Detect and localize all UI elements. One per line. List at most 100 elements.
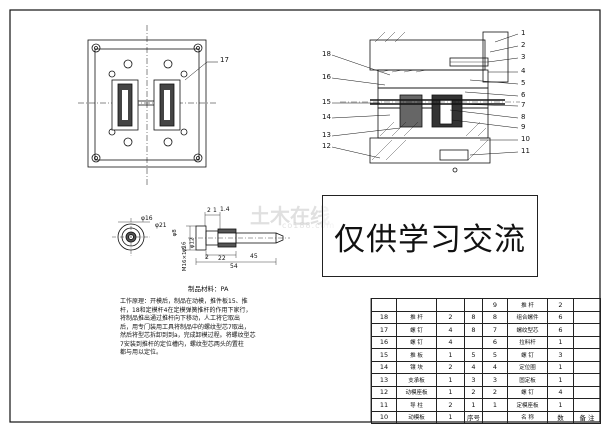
bom-cell: 2	[482, 385, 508, 399]
dim-label: 2	[207, 207, 211, 214]
bom-cell: 推 板	[396, 348, 437, 362]
callout-14: 14	[322, 113, 331, 121]
callout-17: 17	[220, 56, 229, 64]
bom-cell: 4	[436, 323, 465, 337]
dim-label: 22	[218, 255, 226, 262]
callout-15: 15	[322, 98, 331, 106]
callout-7: 7	[521, 101, 526, 109]
bom-cell: 镶 块	[396, 360, 437, 374]
callout-5: 5	[521, 79, 526, 87]
material-note: 制品材料：PA	[188, 285, 229, 293]
bom-cell: 6	[547, 310, 574, 324]
bom-cell	[573, 373, 601, 387]
study-only-stamp: 仅供学习交流	[322, 195, 538, 277]
bom-cell: 螺 钉	[396, 323, 437, 337]
watermark-sub: co188.com	[282, 221, 336, 230]
dim-label: 54	[230, 263, 238, 270]
bom-cell: 序号	[464, 410, 483, 424]
bom-cell: 12	[371, 385, 397, 399]
bom-cell: 6	[482, 335, 508, 349]
bom-cell: 17	[371, 323, 397, 337]
part-detail	[112, 212, 290, 265]
dim-label: φ21	[155, 222, 167, 229]
bom-cell: 1	[547, 360, 574, 374]
bom-cell	[573, 335, 601, 349]
bom-cell	[573, 298, 601, 312]
bom-cell: 4	[464, 360, 483, 374]
callout-1: 1	[521, 29, 526, 37]
note-line: 7安装到推杆的定位槽内，螺纹型芯两头的置柱	[120, 340, 244, 348]
drawing-frame	[9, 9, 601, 423]
dim-label: M16×1.5	[181, 246, 188, 272]
bom-cell: 8	[464, 310, 483, 324]
dim-label: 2	[205, 254, 209, 261]
bom-cell: 固定板	[507, 373, 548, 387]
bom-cell: 3	[482, 373, 508, 387]
bom-cell: 2	[464, 385, 483, 399]
bom-cell: 3	[464, 373, 483, 387]
bom-cell: 3	[547, 348, 574, 362]
bom-cell: 1	[464, 398, 483, 412]
bom-cell: 2	[436, 310, 465, 324]
bom-cell: 1	[436, 348, 465, 362]
bom-cell: 螺纹型芯	[507, 323, 548, 337]
dim-label: φ8	[171, 229, 178, 237]
callout-9: 9	[521, 123, 526, 131]
bom-cell: 螺 钉	[507, 385, 548, 399]
bom-cell	[573, 360, 601, 374]
bom-cell: 组合螺件	[507, 310, 548, 324]
bom-cell: 8	[464, 323, 483, 337]
callout-16: 16	[322, 73, 331, 81]
note-line: 都与用以定位。	[120, 349, 163, 356]
bom-cell: 5	[464, 348, 483, 362]
callout-12: 12	[322, 142, 331, 150]
callout-3: 3	[521, 53, 526, 61]
bom-cell: 16	[371, 335, 397, 349]
bom-cell: 1	[547, 373, 574, 387]
callout-11: 11	[521, 147, 530, 155]
bom-cell: 4	[436, 335, 465, 349]
bom-cell: 15	[371, 348, 397, 362]
bom-cell	[482, 410, 508, 424]
bom-cell: 4	[547, 385, 574, 399]
callout-10: 10	[521, 135, 530, 143]
dim-label: 1.4	[220, 206, 230, 213]
dim-label: 45	[250, 253, 258, 260]
bom-cell: 数	[547, 410, 574, 424]
bom-cell: 4	[482, 360, 508, 374]
bom-cell: 7	[482, 323, 508, 337]
bom-cell	[371, 298, 397, 312]
bom-cell	[573, 310, 601, 324]
bom-cell: 5	[482, 348, 508, 362]
bom-cell: 9	[482, 298, 508, 312]
bom-cell: 定模座板	[507, 398, 548, 412]
dim-label: 1	[213, 207, 217, 214]
bom-cell: 推 杆	[507, 298, 548, 312]
bom-cell: 10	[371, 410, 397, 424]
bom-cell	[573, 385, 601, 399]
note-line: 后，用专门装用工具将制品中的螺纹型芯7取出，	[120, 323, 250, 331]
bom-cell	[573, 348, 601, 362]
bom-cell: 1	[547, 398, 574, 412]
bom-cell: 2	[436, 398, 465, 412]
bom-cell: 支承板	[396, 373, 437, 387]
bom-cell: 动模座板	[396, 385, 437, 399]
bom-cell: 螺 钉	[507, 348, 548, 362]
bom-cell: 13	[371, 373, 397, 387]
bom-cell: 1	[436, 410, 465, 424]
bom-cell	[396, 298, 437, 312]
dim-label: φ12	[189, 237, 196, 249]
bom-cell: 动模板	[396, 410, 437, 424]
bom-cell: 2	[547, 298, 574, 312]
bom-cell	[464, 298, 483, 312]
callout-6: 6	[521, 91, 526, 99]
bom-cell	[436, 298, 465, 312]
bom-cell: 螺 钉	[396, 335, 437, 349]
